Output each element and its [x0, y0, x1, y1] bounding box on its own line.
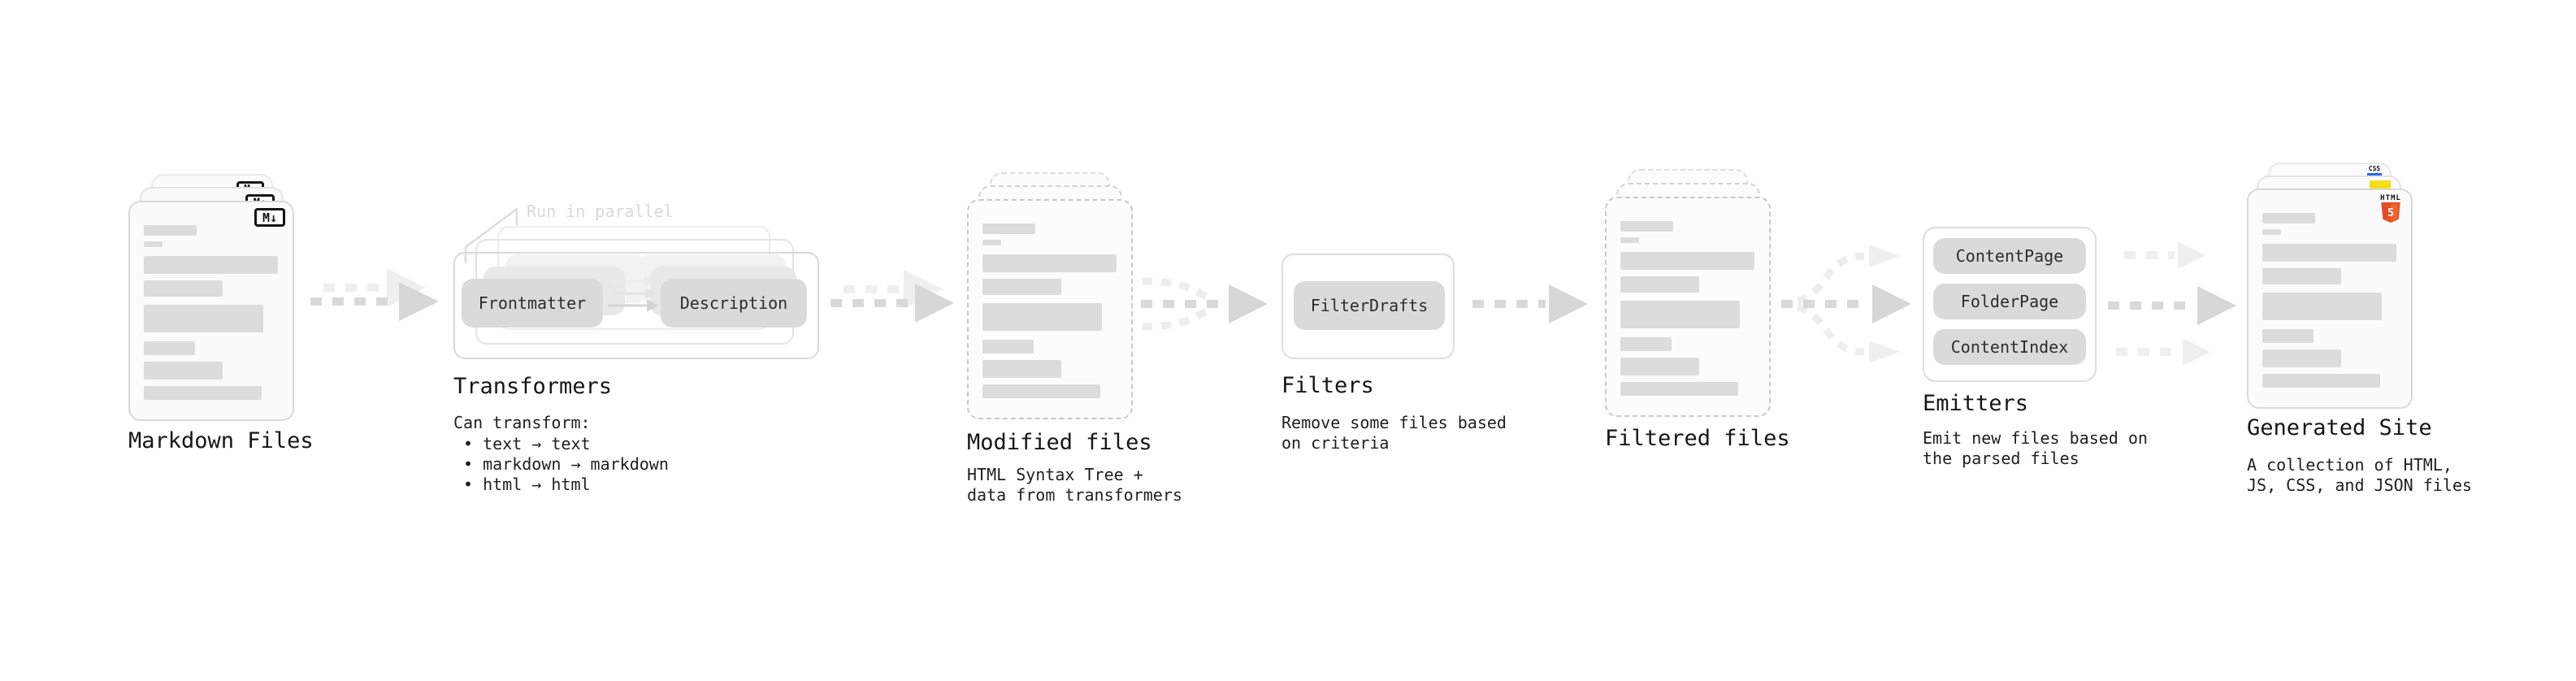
doc-line: [2262, 244, 2396, 262]
arrow-transformers-to-modified-ghost: [843, 270, 943, 309]
arrow-filters-to-filtered: [1472, 284, 1588, 323]
stage-title-emitters: Emitters: [1923, 391, 2029, 416]
arrow-transformers-to-modified: [830, 284, 954, 323]
emitters-description: the parsed files: [1923, 449, 2079, 468]
emitters-card: ContentPage FolderPage ContentIndex: [1923, 227, 2097, 382]
filtered-file-card-front: [1605, 197, 1771, 417]
arrow-emitters-to-generated: [2108, 241, 2236, 366]
doc-line: [144, 256, 278, 274]
arrow-markdown-to-transformers-ghost: [323, 268, 426, 307]
doc-line: [2262, 268, 2341, 284]
doc-line: [144, 386, 262, 400]
stage-title-filtered-files: Filtered files: [1605, 426, 1790, 451]
doc-line: [144, 305, 263, 332]
doc-line: [982, 360, 1061, 378]
doc-line: [1620, 358, 1699, 375]
transformers-bullet: • text → text: [463, 434, 591, 453]
doc-line: [144, 225, 197, 236]
modified-file-card-front: [967, 199, 1133, 419]
doc-line: [1620, 252, 1754, 270]
generated-file-card-front: HTML 5: [2247, 189, 2413, 409]
doc-line: [144, 280, 223, 297]
markdown-icon: M↓: [254, 208, 285, 227]
transformers-description-heading: Can transform:: [453, 413, 591, 432]
generated-site-description: JS, CSS, and JSON files: [2247, 475, 2472, 495]
stage-title-markdown-files: Markdown Files: [128, 428, 314, 453]
filters-description: on criteria: [1281, 433, 1390, 453]
doc-line: [982, 303, 1102, 331]
markdown-file-card-front: M↓: [128, 201, 294, 421]
doc-content-lines: [969, 223, 1131, 398]
css-icon-bar: [2367, 173, 2382, 176]
modified-files-description: data from transformers: [967, 485, 1182, 505]
arrow-markdown-to-transformers: [310, 282, 439, 321]
stage-title-filters: Filters: [1281, 373, 1374, 398]
doc-line: [2262, 374, 2380, 388]
transformer-node-description: Description: [661, 279, 807, 327]
doc-line: [2262, 349, 2341, 367]
html5-icon: HTML 5: [2379, 194, 2402, 226]
doc-line: [982, 223, 1035, 234]
filter-node-filterdrafts: FilterDrafts: [1294, 281, 1445, 330]
doc-line: [144, 241, 163, 247]
doc-content-lines: [2249, 213, 2411, 388]
doc-line: [982, 340, 1034, 354]
doc-line: [1620, 337, 1672, 351]
doc-line: [1620, 221, 1673, 232]
javascript-icon: [2370, 180, 2391, 190]
doc-line: [144, 341, 195, 355]
generated-site-description: A collection of HTML,: [2247, 455, 2452, 475]
doc-line: [2262, 293, 2382, 320]
transformer-node-frontmatter: Frontmatter: [462, 279, 603, 327]
transformer-card-front: [453, 252, 819, 359]
run-in-parallel-annotation: Run in parallel: [527, 202, 674, 221]
filters-description: Remove some files based: [1281, 413, 1507, 432]
arrow-modified-to-filters: [1141, 277, 1268, 331]
transformers-bullet: • html → html: [463, 475, 591, 494]
emitter-node-contentindex: ContentIndex: [1933, 329, 2086, 365]
doc-line: [1620, 301, 1740, 328]
doc-line: [982, 254, 1117, 272]
doc-line: [2262, 229, 2281, 235]
stage-title-transformers: Transformers: [453, 374, 613, 399]
doc-line: [2262, 213, 2315, 223]
doc-line: [982, 240, 1001, 245]
doc-line: [982, 384, 1100, 398]
doc-line: [2262, 329, 2314, 343]
doc-content-lines: [130, 225, 293, 400]
css-icon: CSS: [2366, 166, 2383, 176]
doc-content-lines: [1607, 221, 1769, 396]
transformers-bullet: • markdown → markdown: [463, 454, 669, 474]
stage-title-generated-site: Generated Site: [2247, 415, 2432, 440]
modified-files-description: HTML Syntax Tree +: [967, 465, 1143, 484]
doc-line: [144, 362, 223, 380]
emitter-node-contentpage: ContentPage: [1933, 238, 2086, 274]
doc-line: [1620, 382, 1738, 396]
doc-line: [1620, 276, 1699, 293]
html5-icon-number: 5: [2387, 206, 2394, 219]
doc-line: [1620, 237, 1639, 243]
arrow-filtered-to-emitters: [1781, 245, 1911, 363]
doc-line: [982, 279, 1061, 295]
stage-title-modified-files: Modified files: [967, 430, 1152, 455]
css-icon-label: CSS: [2368, 165, 2381, 172]
emitters-description: Emit new files based on: [1923, 428, 2148, 448]
html5-icon-label: HTML: [2380, 194, 2401, 202]
emitter-node-folderpage: FolderPage: [1933, 284, 2086, 319]
html5-shield-icon: 5: [2381, 202, 2400, 223]
